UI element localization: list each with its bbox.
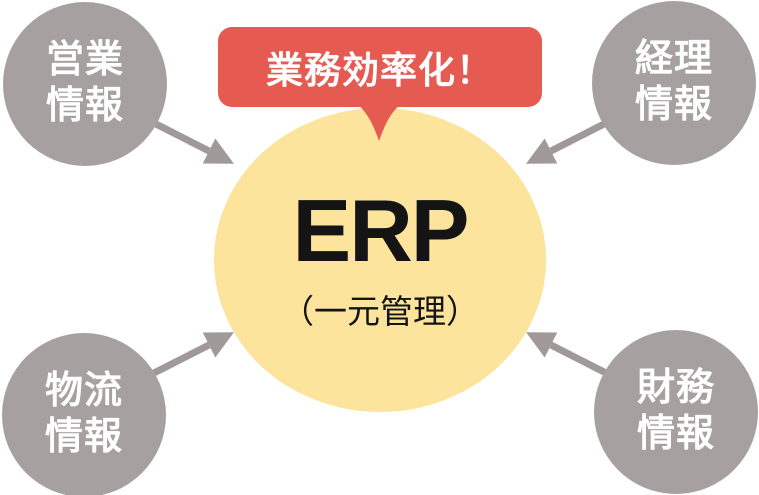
- arrow-sales-to-erp: [148, 117, 234, 164]
- node-logistics-info-line1: 物流: [44, 370, 123, 413]
- node-logistics-info: 物流 情報: [2, 333, 166, 495]
- node-accounting-info-line2: 情報: [634, 84, 713, 126]
- node-sales-info-label: 営業 情報: [46, 38, 124, 129]
- arrow-finance-to-erp: [526, 332, 612, 379]
- node-accounting-info-line1: 経理: [634, 38, 713, 81]
- erp-title: ERP: [292, 181, 470, 280]
- speech-bubble-tail: [358, 105, 400, 141]
- node-sales-info-line2: 情報: [45, 85, 124, 127]
- erp-subtitle: （一元管理）: [281, 293, 479, 330]
- node-logistics-info-line2: 情報: [44, 416, 123, 458]
- node-finance-info-line2: 情報: [636, 413, 715, 455]
- node-accounting-info-label: 経理 情報: [635, 37, 713, 128]
- erp-center-circle: ERP （一元管理）: [214, 108, 546, 412]
- speech-bubble-label: 業務効率化！: [266, 50, 494, 91]
- arrow-logistics-to-erp: [148, 332, 234, 379]
- node-accounting-info: 経理 情報: [592, 1, 756, 165]
- arrow-accounting-to-erp: [526, 117, 612, 164]
- node-sales-info-line1: 営業: [45, 39, 124, 82]
- node-logistics-info-label: 物流 情報: [45, 369, 123, 460]
- speech-bubble: 業務効率化！: [218, 27, 542, 107]
- node-sales-info: 営業 情報: [3, 2, 167, 166]
- node-finance-info: 財務 情報: [594, 330, 758, 494]
- node-finance-info-label: 財務 情報: [637, 366, 715, 457]
- node-finance-info-line1: 財務: [636, 367, 715, 410]
